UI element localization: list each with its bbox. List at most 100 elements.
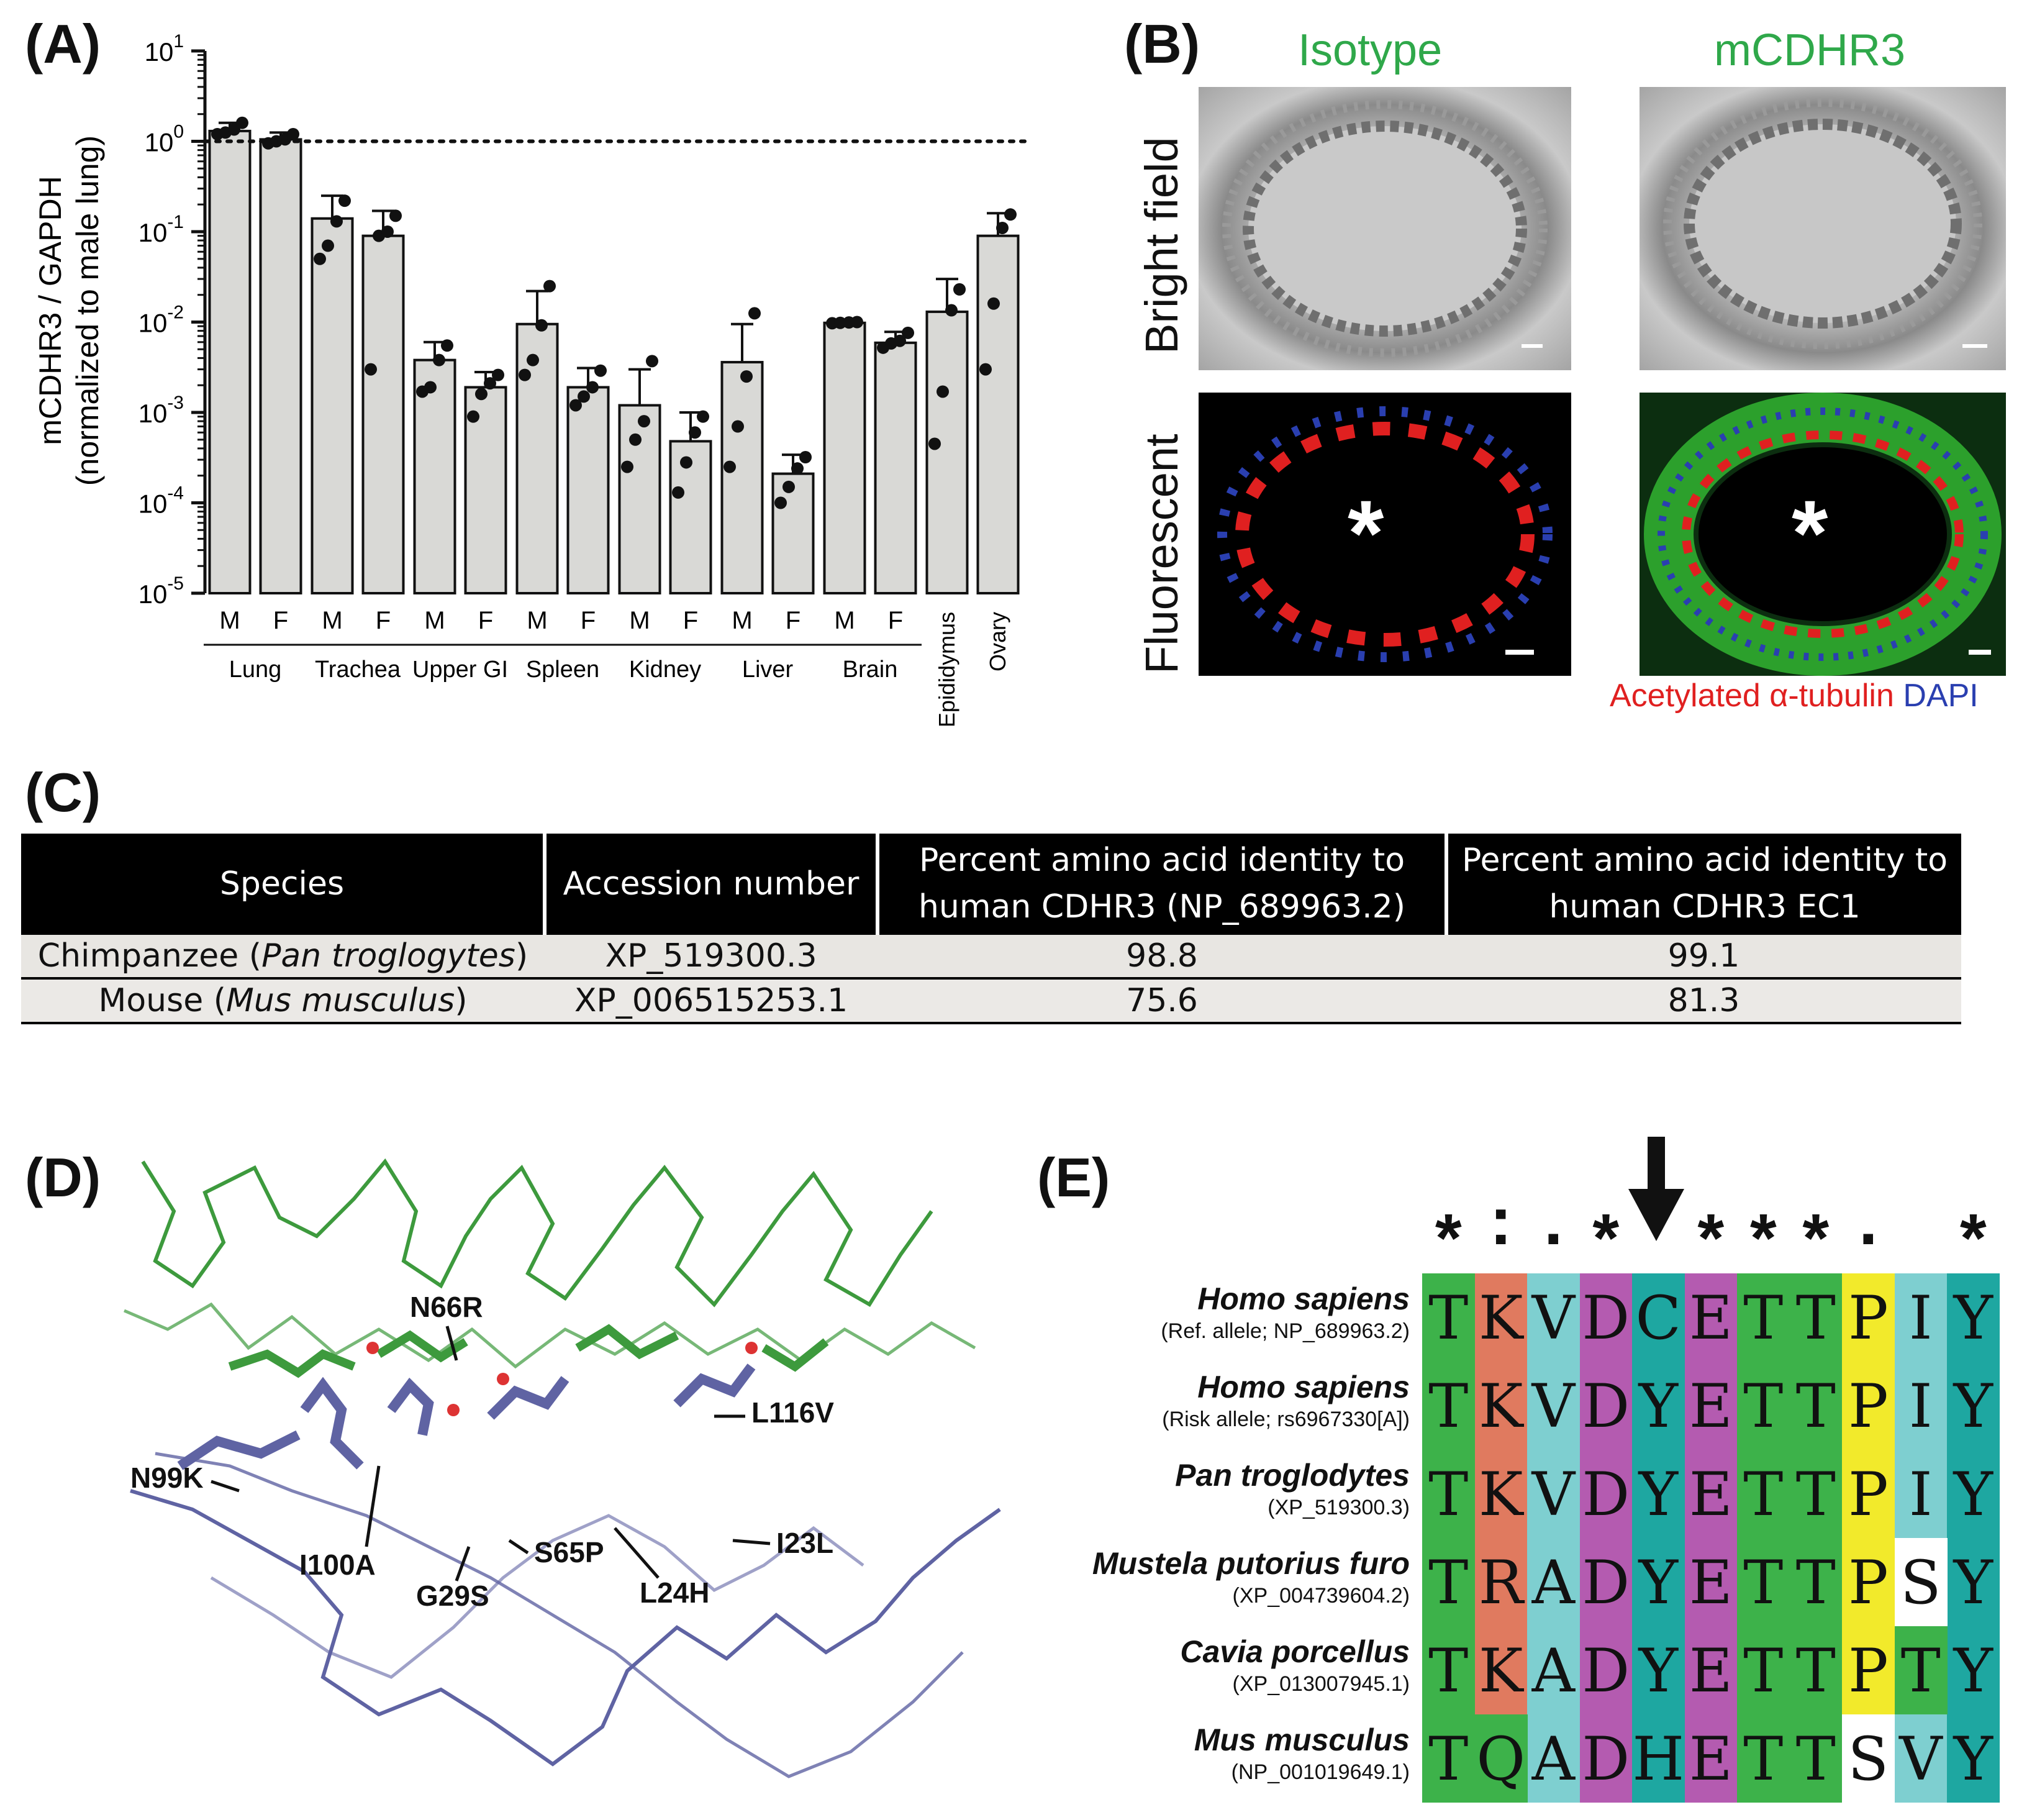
data-point [953, 283, 966, 296]
sequence-label: Homo sapiens(Ref. allele; NP_689963.2) [1161, 1281, 1410, 1344]
residue: E [1689, 1724, 1733, 1794]
data-point [987, 297, 1000, 310]
residue: H [1632, 1724, 1685, 1794]
header-accession: Accession number [543, 834, 878, 935]
y-tick-label: 100 [145, 122, 184, 157]
data-point [467, 410, 479, 423]
alignment-column [1422, 1273, 1475, 1803]
column-heading-mcdhr3: mCDHR3 [1714, 25, 1906, 75]
table-row: Mouse (Mus musculus) XP_006515253.1 75.6… [21, 978, 1961, 1024]
species-name: Pan troglodytes [1175, 1458, 1410, 1493]
residue: T [1428, 1460, 1469, 1529]
y-axis-label-normalized: (normalized to male lung) [70, 135, 105, 486]
data-point [519, 368, 531, 381]
residue: A [1531, 1548, 1575, 1618]
row-label-bright-field: Bright field [1136, 137, 1187, 354]
alignment-column [1737, 1273, 1790, 1803]
data-point [314, 252, 326, 265]
residue: E [1689, 1460, 1733, 1529]
cell-species: Chimpanzee (Pan troglogytes) [21, 934, 545, 980]
residue: T [1795, 1724, 1836, 1794]
row-label-fluorescent: Fluorescent [1136, 434, 1187, 674]
data-point [535, 319, 548, 332]
y-tick-label: 10-4 [138, 483, 184, 519]
data-point [723, 460, 736, 473]
residue: Y [1953, 1636, 1993, 1706]
panel-label-e: (E) [1037, 1147, 1110, 1208]
data-point [672, 486, 684, 499]
conservation-mark: . [1543, 1183, 1563, 1259]
conservation-mark: * [1802, 1200, 1830, 1276]
alignment-column [1579, 1273, 1633, 1803]
data-point [527, 353, 539, 366]
expression-bar-chart: mCDHR3 / GAPDH (normalized to male lung)… [33, 31, 1033, 727]
mutation-label: S65P [534, 1536, 604, 1568]
data-point [586, 381, 599, 394]
species-name: Mus musculus [1194, 1722, 1410, 1757]
residue: I [1908, 1283, 1933, 1353]
group-label: Kidney [629, 657, 701, 683]
sex-label: F [376, 607, 391, 634]
brightfield-mcdhr3-image [1640, 87, 2006, 370]
alignment-column [1684, 1273, 1738, 1803]
residue: T [1795, 1283, 1836, 1353]
bar [311, 217, 354, 595]
residue: Y [1953, 1460, 1993, 1529]
data-point [236, 116, 248, 129]
residue: T [1743, 1724, 1784, 1794]
residue: I [1908, 1460, 1933, 1529]
data-point [902, 326, 914, 339]
data-point [937, 385, 949, 398]
data-point [646, 355, 658, 368]
lumen-asterisk: * [1792, 481, 1828, 585]
conservation-mark: * [1959, 1200, 1987, 1276]
data-point [338, 194, 351, 207]
brightfield-isotype-image [1199, 87, 1571, 370]
fluorescent-isotype-image: * [1199, 393, 1571, 676]
data-point [689, 426, 701, 439]
residue: E [1689, 1548, 1733, 1618]
residue: T [1900, 1636, 1941, 1706]
table-row: Chimpanzee (Pan troglogytes) XP_519300.3… [21, 934, 1961, 980]
bar [413, 358, 456, 594]
data-point [928, 437, 941, 450]
bar [823, 321, 866, 594]
residue: E [1689, 1283, 1733, 1353]
sex-label: M [732, 607, 752, 634]
sequence-label: Mustela putorius furo(XP_004739604.2) [1092, 1545, 1410, 1608]
group-label: Liver [742, 657, 794, 683]
residue: P [1848, 1636, 1889, 1706]
accession-note: (XP_519300.3) [1268, 1496, 1410, 1519]
bar [669, 440, 712, 594]
group-label: Upper GI [412, 657, 508, 683]
residue: T [1428, 1636, 1469, 1706]
sequence-label: Pan troglodytes (XP_519300.3) [1175, 1457, 1410, 1520]
panel-label-c: (C) [25, 762, 101, 823]
cdhr3-chain-trace [130, 1489, 1001, 1767]
residue: T [1743, 1283, 1784, 1353]
residue: V [1531, 1283, 1575, 1353]
species-name: Homo sapiens [1197, 1281, 1410, 1316]
accession-note: (XP_004739604.2) [1232, 1584, 1410, 1608]
sex-label: M [424, 607, 445, 634]
sex-label: M [322, 607, 342, 634]
fluorescent-mcdhr3-image: * [1640, 393, 2006, 676]
cell-identity-ec1: 81.3 [1446, 978, 1961, 1024]
data-point [748, 307, 761, 320]
residue: E [1689, 1636, 1733, 1706]
data-point [782, 480, 795, 493]
group-label: Brain [843, 657, 898, 683]
residue: P [1848, 1548, 1889, 1618]
species-name: Cavia porcellus [1180, 1634, 1410, 1669]
residue: D [1582, 1636, 1630, 1706]
bar [361, 234, 405, 594]
residue: P [1848, 1283, 1889, 1353]
mutation-label: L24H [640, 1577, 709, 1609]
data-point [543, 280, 556, 293]
residue: D [1582, 1460, 1630, 1529]
panel-label-b: (B) [1124, 13, 1200, 75]
cell-identity: 98.8 [878, 934, 1446, 980]
data-point [799, 451, 812, 464]
